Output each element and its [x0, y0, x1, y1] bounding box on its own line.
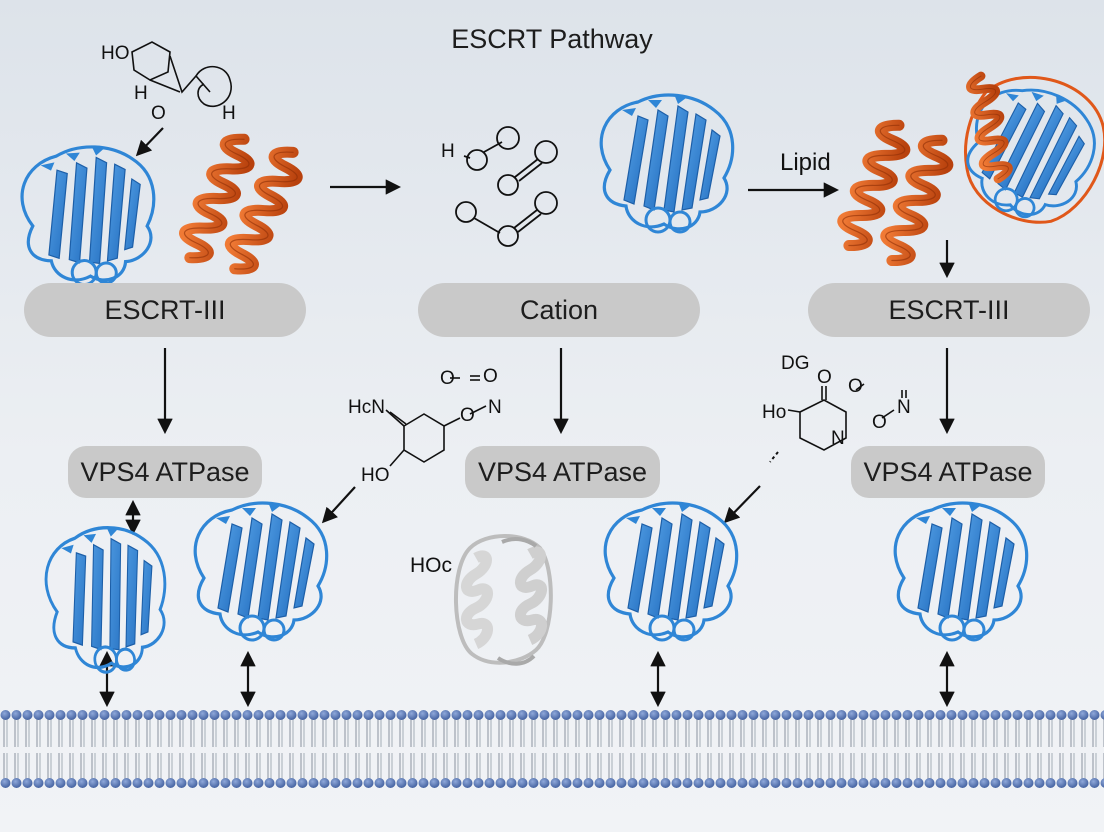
chem-left-o2: O [483, 366, 498, 387]
arrows [99, 127, 955, 708]
dashed-connector [769, 451, 779, 463]
cation-label: Cation [519, 294, 599, 325]
lipid-membrane [0, 709, 1104, 789]
chem-right-n: N [831, 428, 845, 449]
chem-right-o3: O [872, 412, 887, 433]
vps4-label-left: VPS4 ATPase [80, 456, 250, 487]
hoc-label: HOc [410, 554, 452, 577]
chem-left-oo: O [440, 368, 455, 389]
chem-molecules-center [455, 126, 558, 247]
protein-beta-topcenter [599, 92, 735, 234]
chem-right-n2: N [897, 397, 911, 418]
escrt-iii-label-left: ESCRT-III [104, 294, 226, 325]
vps4-atpase-box-right: VPS4 ATPase [851, 446, 1045, 498]
chem-left-n: N [488, 397, 502, 418]
protein-bottom-2 [193, 500, 329, 642]
chem-left-ho: HO [361, 465, 390, 486]
chem-topleft-h2: H [222, 103, 236, 124]
lipid-label: Lipid [780, 149, 831, 176]
helix-topleft-b [224, 143, 303, 279]
protein-bottom-3 [603, 500, 739, 642]
chem-right-dg: DG [781, 353, 810, 374]
chem-right-o2: O [848, 376, 863, 397]
protein-topright [951, 71, 1104, 233]
chem-topleft-o: O [151, 103, 166, 124]
chem-structure-left [385, 375, 487, 467]
chem-right-ho: Ho [762, 402, 787, 423]
vps4-label-center: VPS4 ATPase [477, 456, 648, 487]
chem-left-o: O [460, 405, 475, 426]
chem-structure-topleft [131, 41, 232, 107]
escrt-iii-box-right: ESCRT-III [808, 283, 1090, 337]
chem-topleft-h: H [134, 83, 148, 104]
chem-left-hcn: HcN [348, 397, 385, 418]
chem-right-o: O [817, 367, 832, 388]
chem-topleft-ho: HO [101, 43, 130, 64]
protein-beta-topleft [17, 140, 162, 291]
escrt-iii-label-right: ESCRT-III [888, 294, 1010, 325]
chem-structure-right [787, 383, 907, 451]
cation-box: Cation [418, 283, 700, 337]
chem-mid-h: H [441, 141, 455, 162]
diagram-title: ESCRT Pathway [451, 24, 653, 54]
vps4-atpase-box-center: VPS4 ATPase [465, 446, 660, 498]
vps4-atpase-box-left: VPS4 ATPase [68, 446, 262, 498]
protein-bottom-4 [893, 500, 1029, 642]
vps4-label-right: VPS4 ATPase [863, 456, 1033, 487]
protein-gray-helical [454, 534, 553, 666]
helix-topleft-a [179, 131, 255, 266]
escrt-iii-box-left: ESCRT-III [24, 283, 306, 337]
